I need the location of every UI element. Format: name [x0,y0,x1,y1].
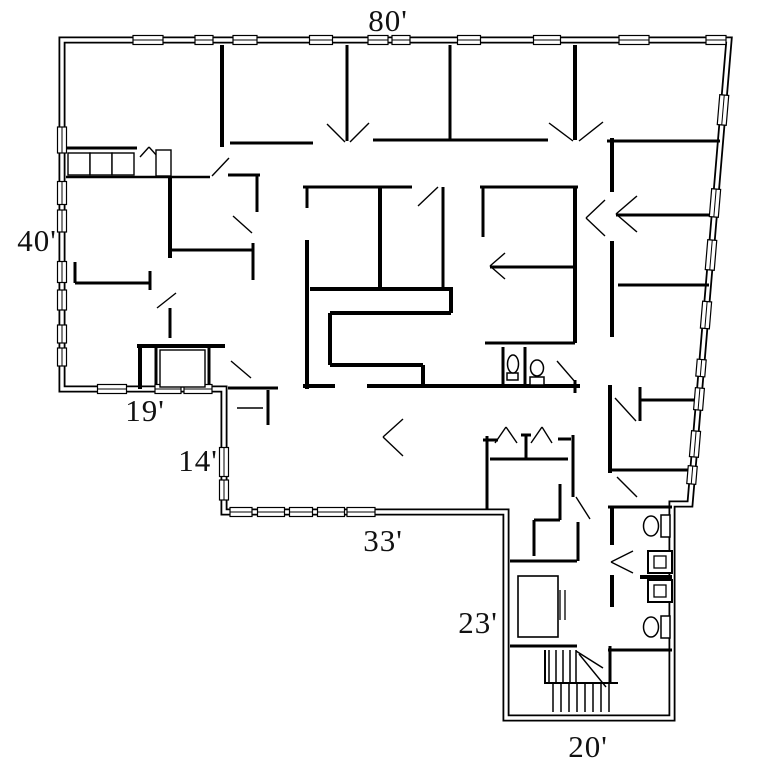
window-icon [56,289,68,311]
elevator-icon [517,575,566,638]
window-icon [686,465,698,485]
window-icon [346,506,376,518]
window-icon [705,34,727,46]
dimension-label-20ft: 20' [568,729,608,764]
window-icon [456,34,482,46]
window-icon [56,260,68,284]
toilet-icon [529,359,545,386]
stairs-icon [548,650,610,712]
window-icon [56,347,68,367]
window-icon [695,358,707,378]
window-icon [391,34,411,46]
window-icon [132,34,164,46]
window-icon [688,430,702,458]
dimension-label-80ft: 80' [368,3,408,38]
window-icon [532,34,562,46]
window-icon [56,180,68,206]
cabinet-icon [111,152,135,176]
fixtures [67,149,673,639]
sink-icon [647,550,673,574]
window-icon [308,34,334,46]
window-icon [708,188,722,218]
toilet-icon [642,514,671,538]
sink-icon [647,579,673,603]
dimension-label-33ft: 33' [363,523,403,558]
window-icon [96,383,128,395]
cabinet-icon [155,149,172,177]
toilet-icon [642,615,671,639]
interior-walls [65,45,720,684]
dimension-label-23ft: 23' [458,605,498,640]
window-icon [704,239,718,271]
window-icon [316,506,346,518]
window-icon [56,126,68,154]
dimension-label-40ft: 40' [17,223,57,258]
window-icon [232,34,258,46]
window-icon [716,94,730,126]
window-icon [699,300,713,330]
cabinet-icon [89,152,113,176]
window-icon [256,506,286,518]
window-icon [288,506,314,518]
window-icon [692,387,706,411]
window-icon [218,479,230,501]
cabinet-icon [67,152,91,176]
dimension-label-19ft: 19' [125,393,165,428]
windows [56,34,730,518]
window-icon [218,446,230,478]
cabinet-icon [159,349,206,388]
window-icon [618,34,650,46]
toilet-icon [506,354,520,381]
window-icon [194,34,214,46]
window-icon [367,34,389,46]
dimension-label-14ft: 14' [178,443,218,478]
window-icon [56,209,68,233]
door-swings [139,121,638,688]
window-icon [229,506,253,518]
window-icon [56,324,68,344]
